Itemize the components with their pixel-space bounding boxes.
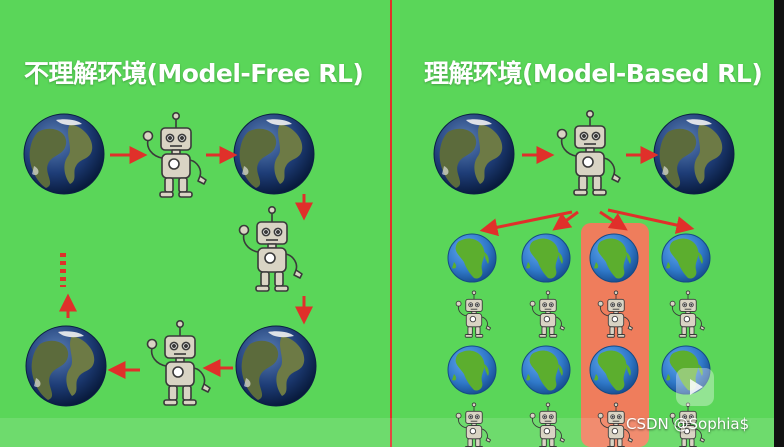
right-edge [774, 0, 784, 447]
africa-globe-icon [521, 233, 571, 283]
arrow [607, 208, 695, 234]
africa-globe-icon [661, 233, 711, 283]
robot-icon [238, 206, 303, 292]
watermark-text: CSDN @Sophia$ [626, 415, 750, 433]
earth-icon [23, 113, 105, 195]
robot-icon [597, 290, 633, 338]
africa-globe-icon [589, 233, 639, 283]
robot-icon [455, 290, 491, 338]
earth-icon [25, 325, 107, 407]
title-model-free: 不理解环境(Model-Free RL) [24, 59, 364, 88]
arrow [599, 210, 628, 231]
robot-icon [556, 110, 621, 196]
panel-divider [390, 0, 392, 447]
bottom-edge [0, 418, 774, 447]
arrow [552, 210, 579, 231]
ellipsis-dots [60, 253, 66, 287]
africa-globe-icon [447, 233, 497, 283]
title-model-based: 理解环境(Model-Based RL) [424, 59, 763, 88]
bilibili-icon [676, 368, 714, 406]
earth-icon [233, 113, 315, 195]
robot-icon [669, 290, 705, 338]
earth-icon [653, 113, 735, 195]
earth-icon [235, 325, 317, 407]
robot-icon [455, 402, 491, 447]
robot-icon [146, 319, 211, 406]
africa-globe-icon [589, 345, 639, 395]
africa-globe-icon [447, 345, 497, 395]
earth-icon [433, 113, 515, 195]
robot-icon [529, 290, 565, 338]
africa-globe-icon [521, 345, 571, 395]
robot-icon [529, 402, 565, 447]
robot-icon [142, 112, 207, 198]
